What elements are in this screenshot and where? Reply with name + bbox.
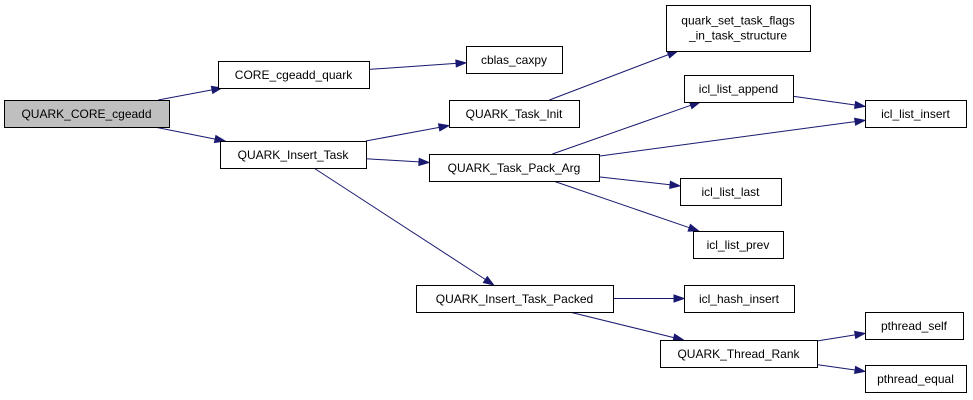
node-n1[interactable]: CORE_cgeadd_quark <box>218 61 370 89</box>
edge-line <box>598 121 856 157</box>
arrowhead-icon <box>418 157 431 167</box>
edge-n0-n2 <box>154 126 227 144</box>
edge-line <box>549 54 669 101</box>
node-label: QUARK_CORE_cgeadd <box>21 107 151 121</box>
node-box <box>680 178 782 206</box>
arrowhead-icon <box>669 180 682 189</box>
node-n5[interactable]: QUARK_Task_Pack_Arg <box>429 154 600 182</box>
edge-n13-n15 <box>816 364 867 375</box>
node-n3[interactable]: cblas_caxpy <box>466 46 563 74</box>
arrowhead-icon <box>672 333 685 342</box>
edge-line <box>816 334 856 342</box>
node-box <box>466 46 563 74</box>
arrowhead-icon <box>455 59 468 68</box>
edge-line <box>368 62 457 70</box>
node-n2[interactable]: QUARK_Insert_Task <box>220 141 367 169</box>
edge-n2-n6 <box>313 167 495 286</box>
edge-line <box>158 89 213 101</box>
root-node-box <box>4 100 170 128</box>
node-n8[interactable]: icl_list_append <box>684 75 794 103</box>
node-n7[interactable]: quark_set_task_flags_in_task_structure <box>666 5 811 52</box>
edge-line <box>816 364 856 371</box>
node-box <box>684 75 794 103</box>
node-box <box>693 231 784 259</box>
edge-line <box>792 95 856 106</box>
node-n11[interactable]: icl_list_prev <box>693 231 784 259</box>
node-box <box>865 365 967 393</box>
arrowhead-icon <box>437 123 451 132</box>
arrowhead-icon <box>213 134 227 144</box>
edge-n0-n1 <box>158 85 224 101</box>
node-label: QUARK_Insert_Task_Packed <box>436 292 593 306</box>
node-label: icl_list_prev <box>707 238 770 252</box>
edge-line <box>365 158 420 163</box>
node-n4[interactable]: QUARK_Task_Init <box>449 100 580 128</box>
node-box <box>865 312 964 340</box>
node-n15[interactable]: pthread_equal <box>865 365 967 393</box>
arrowhead-icon <box>853 330 867 340</box>
node-box <box>218 61 370 89</box>
node-n13[interactable]: QUARK_Thread_Rank <box>660 340 818 368</box>
edge-line <box>365 126 440 142</box>
arrowhead-icon <box>666 50 680 59</box>
node-n0[interactable]: QUARK_CORE_cgeadd <box>4 100 170 128</box>
arrowhead-icon <box>482 275 495 286</box>
node-label: cblas_caxpy <box>481 53 547 67</box>
edge-line <box>598 176 671 186</box>
arrowhead-icon <box>854 117 867 126</box>
edge-n2-n4 <box>365 123 451 142</box>
node-n12[interactable]: icl_hash_insert <box>684 285 795 313</box>
nodes-layer: QUARK_CORE_cgeadd CORE_cgeadd_quarkQUARK_… <box>4 5 967 393</box>
edge-line <box>553 180 690 229</box>
edge-n6-n13 <box>569 311 685 342</box>
edge-line <box>154 126 216 140</box>
node-n9[interactable]: icl_list_insert <box>865 100 967 128</box>
arrowhead-icon <box>854 100 867 110</box>
edge-line <box>313 167 486 280</box>
node-label: CORE_cgeadd_quark <box>235 68 353 82</box>
node-label: icl_list_last <box>701 185 760 199</box>
edge-n5-n11 <box>553 180 701 232</box>
edge-line <box>552 104 691 155</box>
node-box <box>220 141 367 169</box>
node-box <box>429 154 600 182</box>
edge-n6-n12 <box>613 294 686 303</box>
node-label: pthread_equal <box>877 372 954 386</box>
node-box <box>684 285 795 313</box>
node-box <box>865 100 967 128</box>
edge-line <box>569 311 674 339</box>
edge-n1-n3 <box>368 59 468 70</box>
node-label: icl_hash_insert <box>699 292 780 306</box>
node-box <box>660 340 818 368</box>
edge-n5-n9 <box>598 117 867 157</box>
edge-n5-n10 <box>598 176 682 189</box>
edge-n8-n9 <box>792 95 867 110</box>
node-box <box>416 285 614 313</box>
node-label-line: quark_set_task_flags <box>681 14 794 28</box>
node-label: QUARK_Task_Pack_Arg <box>448 161 581 175</box>
edge-n4-n7 <box>549 50 680 101</box>
node-n14[interactable]: pthread_self <box>865 312 964 340</box>
node-box <box>666 5 811 52</box>
arrowhead-icon <box>673 294 686 303</box>
node-label-line: _in_task_structure <box>688 29 787 43</box>
node-label: QUARK_Thread_Rank <box>677 347 800 361</box>
node-label: QUARK_Insert_Task <box>238 148 350 162</box>
arrowhead-icon <box>854 365 867 375</box>
edges-layer <box>154 50 867 375</box>
node-label: icl_list_append <box>699 82 778 96</box>
node-label: pthread_self <box>881 319 948 333</box>
edge-n2-n5 <box>365 157 431 167</box>
node-label: icl_list_insert <box>881 107 950 121</box>
edge-n13-n14 <box>816 330 867 342</box>
node-box <box>449 100 580 128</box>
edge-n5-n8 <box>552 101 702 155</box>
node-n10[interactable]: icl_list_last <box>680 178 782 206</box>
node-n6[interactable]: QUARK_Insert_Task_Packed <box>416 285 614 313</box>
node-label: QUARK_Task_Init <box>466 107 563 121</box>
arrowhead-icon <box>687 223 701 232</box>
